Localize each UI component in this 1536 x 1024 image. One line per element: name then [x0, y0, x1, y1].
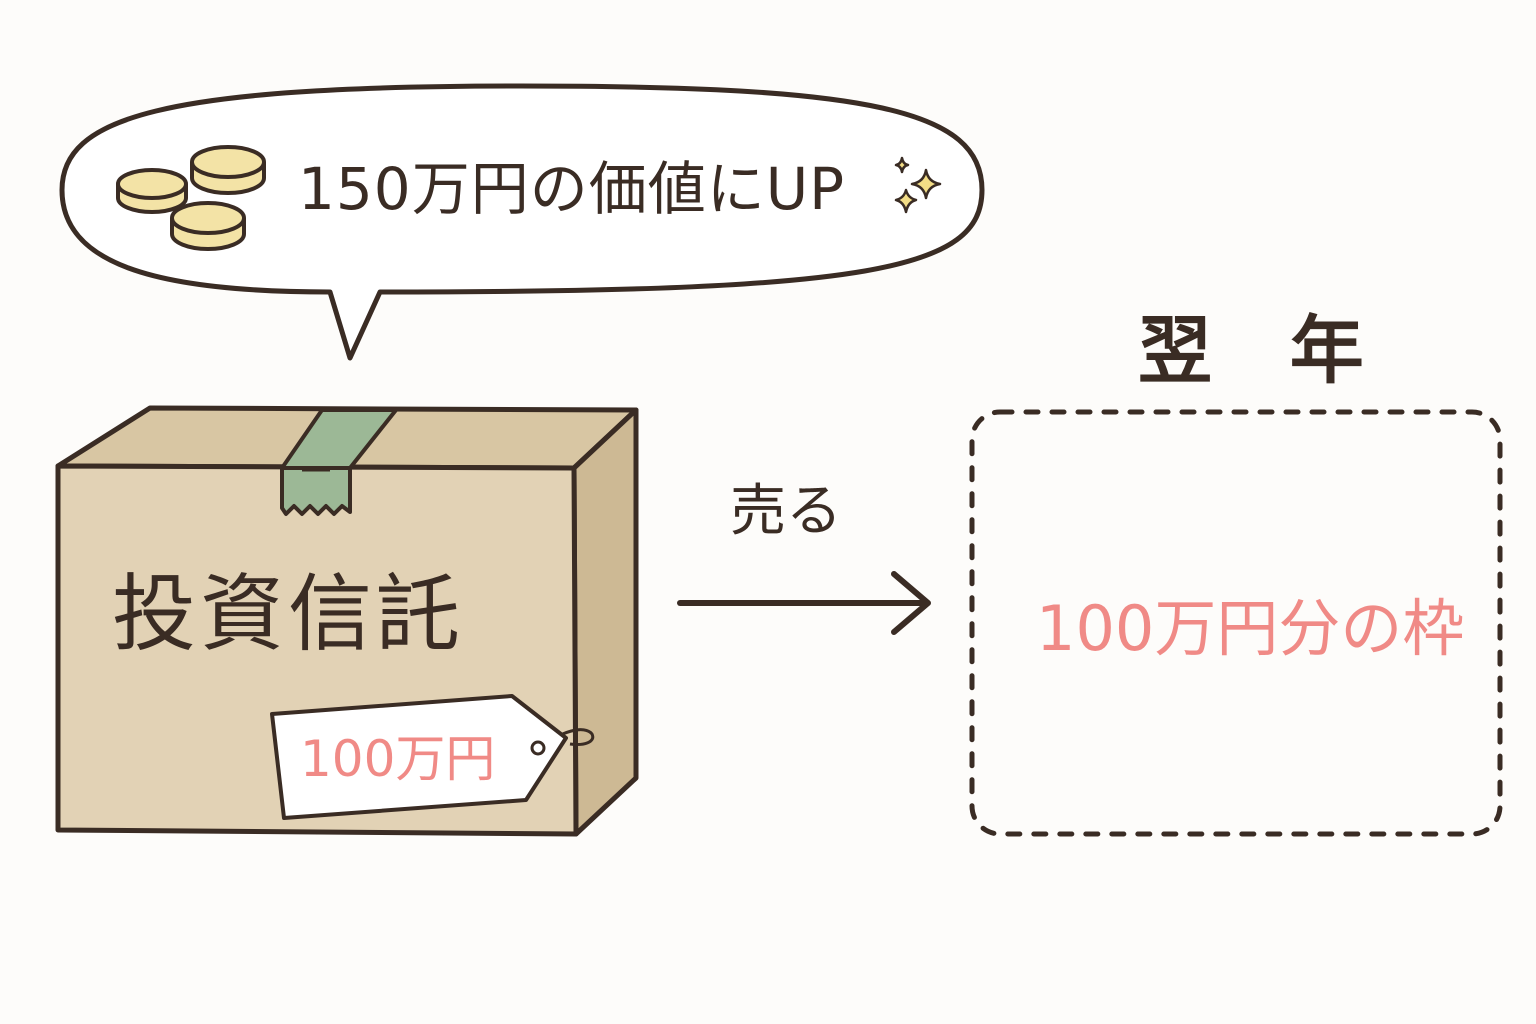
coins-icon — [116, 145, 266, 251]
speech-bubble — [59, 83, 985, 361]
box-label: 投資信託 — [112, 565, 465, 663]
price-tag-label: 100万円 — [300, 730, 496, 788]
bubble-text: 150万円の価値にUP — [298, 155, 846, 223]
tag-hole — [530, 740, 546, 756]
arrow-label: 売る — [730, 479, 842, 544]
box-tape — [280, 408, 398, 516]
frame-text: 100万円分の枠 — [1036, 592, 1465, 665]
sparkle-icon — [894, 156, 942, 214]
box-side — [571, 407, 639, 837]
next-year-title: 翌 年 — [1138, 308, 1390, 394]
price-tag — [270, 694, 595, 820]
next-year-frame — [969, 409, 1503, 837]
sell-arrow — [677, 571, 931, 635]
